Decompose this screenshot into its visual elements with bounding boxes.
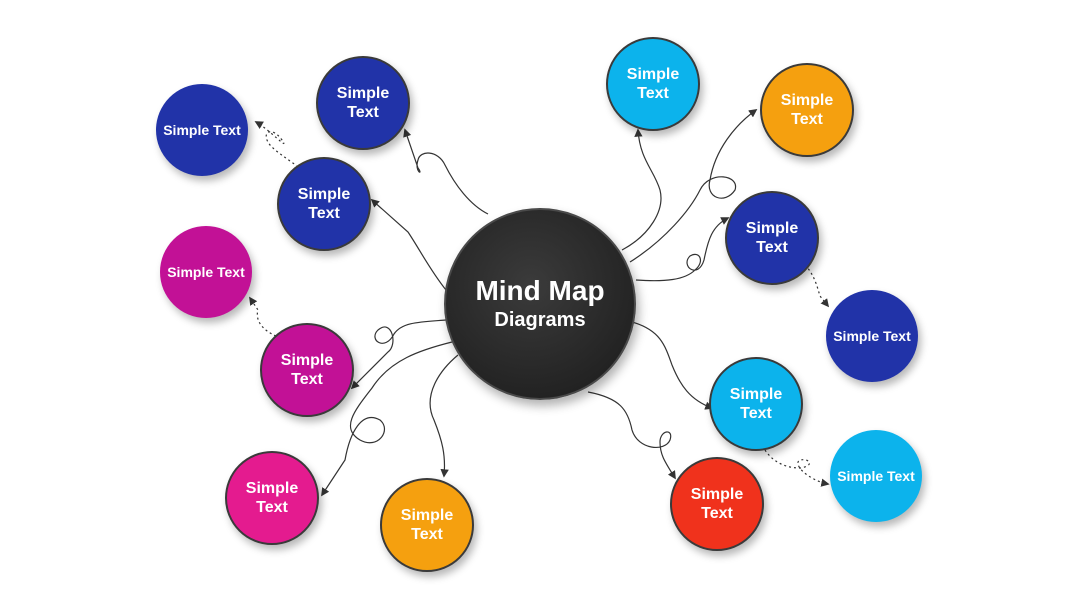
node-label: Simple Text xyxy=(167,263,245,280)
node-label: Simple Text xyxy=(745,220,799,256)
node-blue-far: Simple Text xyxy=(156,84,248,176)
connector-to-orange-top xyxy=(629,109,758,263)
node-sky-top: Simple Text xyxy=(606,37,700,131)
node-label: Simple Text xyxy=(280,352,334,388)
node-blue-top: Simple Text xyxy=(316,56,410,150)
node-blue-right-far: Simple Text xyxy=(826,290,918,382)
connector-sky-right-to-sky-right-far xyxy=(764,449,830,487)
node-sky-right-far: Simple Text xyxy=(830,430,922,522)
connector-to-red-bottom xyxy=(587,391,676,480)
node-label: Simple Text xyxy=(163,121,241,138)
node-label: Simple Text xyxy=(336,85,390,121)
node-label: Simple Text xyxy=(245,480,299,516)
center-subtitle: Diagrams xyxy=(494,309,586,331)
connector-to-blue-top xyxy=(403,128,489,215)
connector-to-sky-right xyxy=(631,321,714,410)
connector-to-orange-bottom xyxy=(429,354,459,478)
connector-to-blue-mid xyxy=(370,198,447,291)
connector-to-blue-right xyxy=(635,217,730,282)
connector-blue-right-to-blue-right-far xyxy=(804,264,830,308)
node-label: Simple Text xyxy=(626,66,680,102)
connector-blue-mid-to-blue-far xyxy=(254,121,303,171)
node-magenta-far: Simple Text xyxy=(160,226,252,318)
node-orange-top: Simple Text xyxy=(760,63,854,157)
node-pink-bottom: Simple Text xyxy=(225,451,319,545)
connector-to-magenta-mid xyxy=(350,319,447,390)
node-label: Simple Text xyxy=(297,186,351,222)
node-label: Simple Text xyxy=(837,467,915,484)
node-orange-bottom: Simple Text xyxy=(380,478,474,572)
center-node: Mind Map Diagrams xyxy=(444,208,636,400)
center-title: Mind Map xyxy=(475,275,605,306)
connector-magenta-mid-to-magenta-far xyxy=(249,296,277,337)
node-label: Simple Text xyxy=(400,507,454,543)
node-blue-right: Simple Text xyxy=(725,191,819,285)
node-sky-right: Simple Text xyxy=(709,357,803,451)
node-label: Simple Text xyxy=(729,386,783,422)
connector-to-pink-bottom xyxy=(321,341,453,497)
node-label: Simple Text xyxy=(690,486,744,522)
node-red-bottom: Simple Text xyxy=(670,457,764,551)
node-label: Simple Text xyxy=(780,92,834,128)
node-magenta-mid: Simple Text xyxy=(260,323,354,417)
node-blue-mid: Simple Text xyxy=(277,157,371,251)
node-label: Simple Text xyxy=(833,327,911,344)
connector-to-sky-top xyxy=(621,128,662,251)
